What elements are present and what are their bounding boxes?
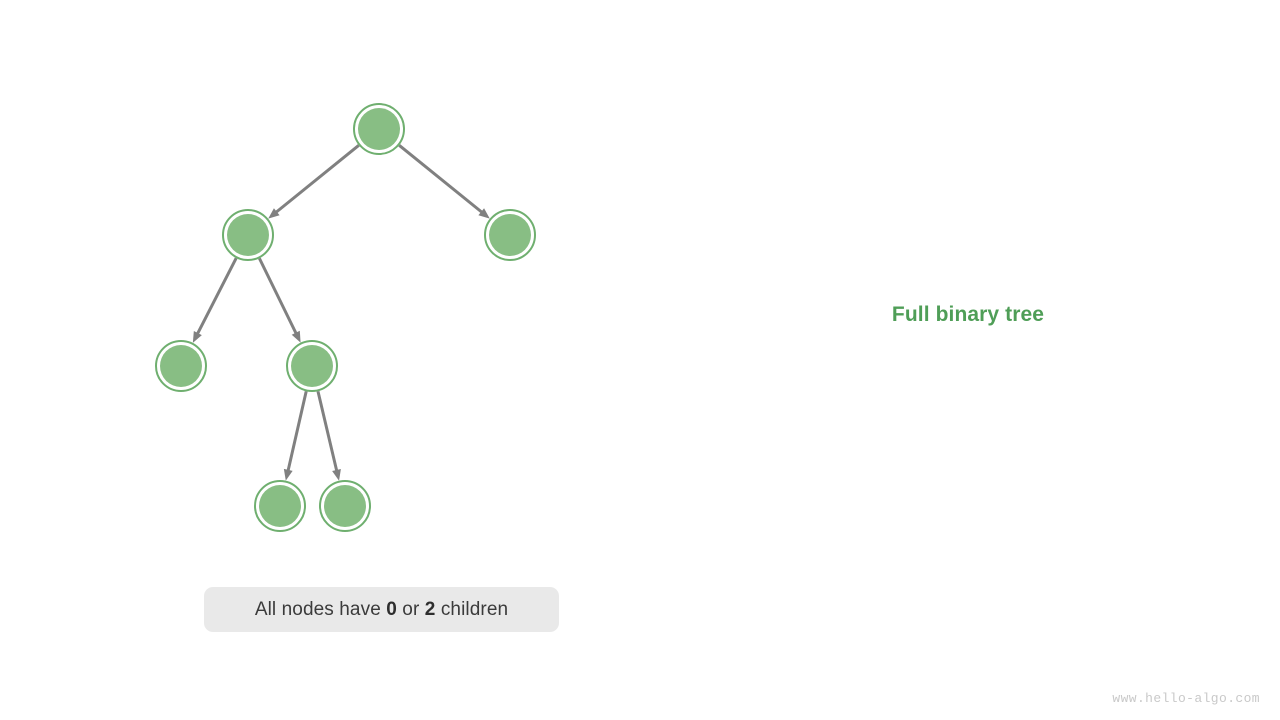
tree-edge-arrowhead — [192, 331, 202, 343]
tree-node-outer-ring — [155, 340, 207, 392]
tree-node-gap-ring — [288, 342, 336, 390]
tree-node-gap-ring — [256, 482, 304, 530]
caption-value-a: 0 — [386, 598, 397, 620]
caption-pill: All nodes have 0 or 2 children — [204, 587, 559, 632]
tree-edge-arrowhead — [478, 208, 490, 219]
tree-node-disc — [324, 485, 366, 527]
tree-node[interactable] — [155, 340, 207, 392]
tree-node-outer-ring — [484, 209, 536, 261]
tree-node-outer-ring — [319, 480, 371, 532]
tree-node-disc — [227, 214, 269, 256]
caption-value-b: 2 — [424, 598, 436, 620]
tree-node-gap-ring — [157, 342, 205, 390]
tree-node[interactable] — [222, 209, 274, 261]
tree-edge-arrowhead — [268, 208, 280, 219]
node-layer — [155, 103, 536, 532]
tree-node[interactable] — [484, 209, 536, 261]
tree-edge — [195, 257, 238, 336]
caption-text: All nodes have 0 or 2 children — [255, 599, 508, 621]
tree-edge — [258, 257, 298, 335]
caption-middle: or — [396, 598, 425, 620]
tree-node[interactable] — [286, 340, 338, 392]
tree-node-gap-ring — [224, 211, 272, 259]
tree-node-gap-ring — [486, 211, 534, 259]
tree-edge — [274, 144, 360, 214]
tree-edge-arrowhead — [332, 468, 341, 481]
tree-node-disc — [291, 345, 333, 387]
tree-node-outer-ring — [254, 480, 306, 532]
tree-edge — [286, 391, 308, 472]
tree-node-outer-ring — [353, 103, 405, 155]
tree-edge-arrowhead — [291, 330, 301, 343]
tree-node-disc — [160, 345, 202, 387]
tree-node-outer-ring — [222, 209, 274, 261]
tree-node[interactable] — [353, 103, 405, 155]
tree-edge-arrowhead — [283, 468, 293, 481]
watermark: www.hello-algo.com — [1112, 691, 1260, 706]
tree-edge — [398, 144, 484, 214]
edge-layer — [192, 144, 490, 481]
caption-suffix: children — [435, 598, 509, 620]
tree-node-disc — [259, 485, 301, 527]
tree-node-outer-ring — [286, 340, 338, 392]
tree-node[interactable] — [319, 480, 371, 532]
tree-node-disc — [358, 108, 400, 150]
caption-prefix: All nodes have — [254, 598, 387, 620]
tree-edge — [316, 390, 339, 472]
tree-node[interactable] — [254, 480, 306, 532]
tree-node-disc — [489, 214, 531, 256]
tree-node-gap-ring — [321, 482, 369, 530]
tree-node-gap-ring — [355, 105, 403, 153]
diagram-title: Full binary tree — [891, 303, 1045, 326]
